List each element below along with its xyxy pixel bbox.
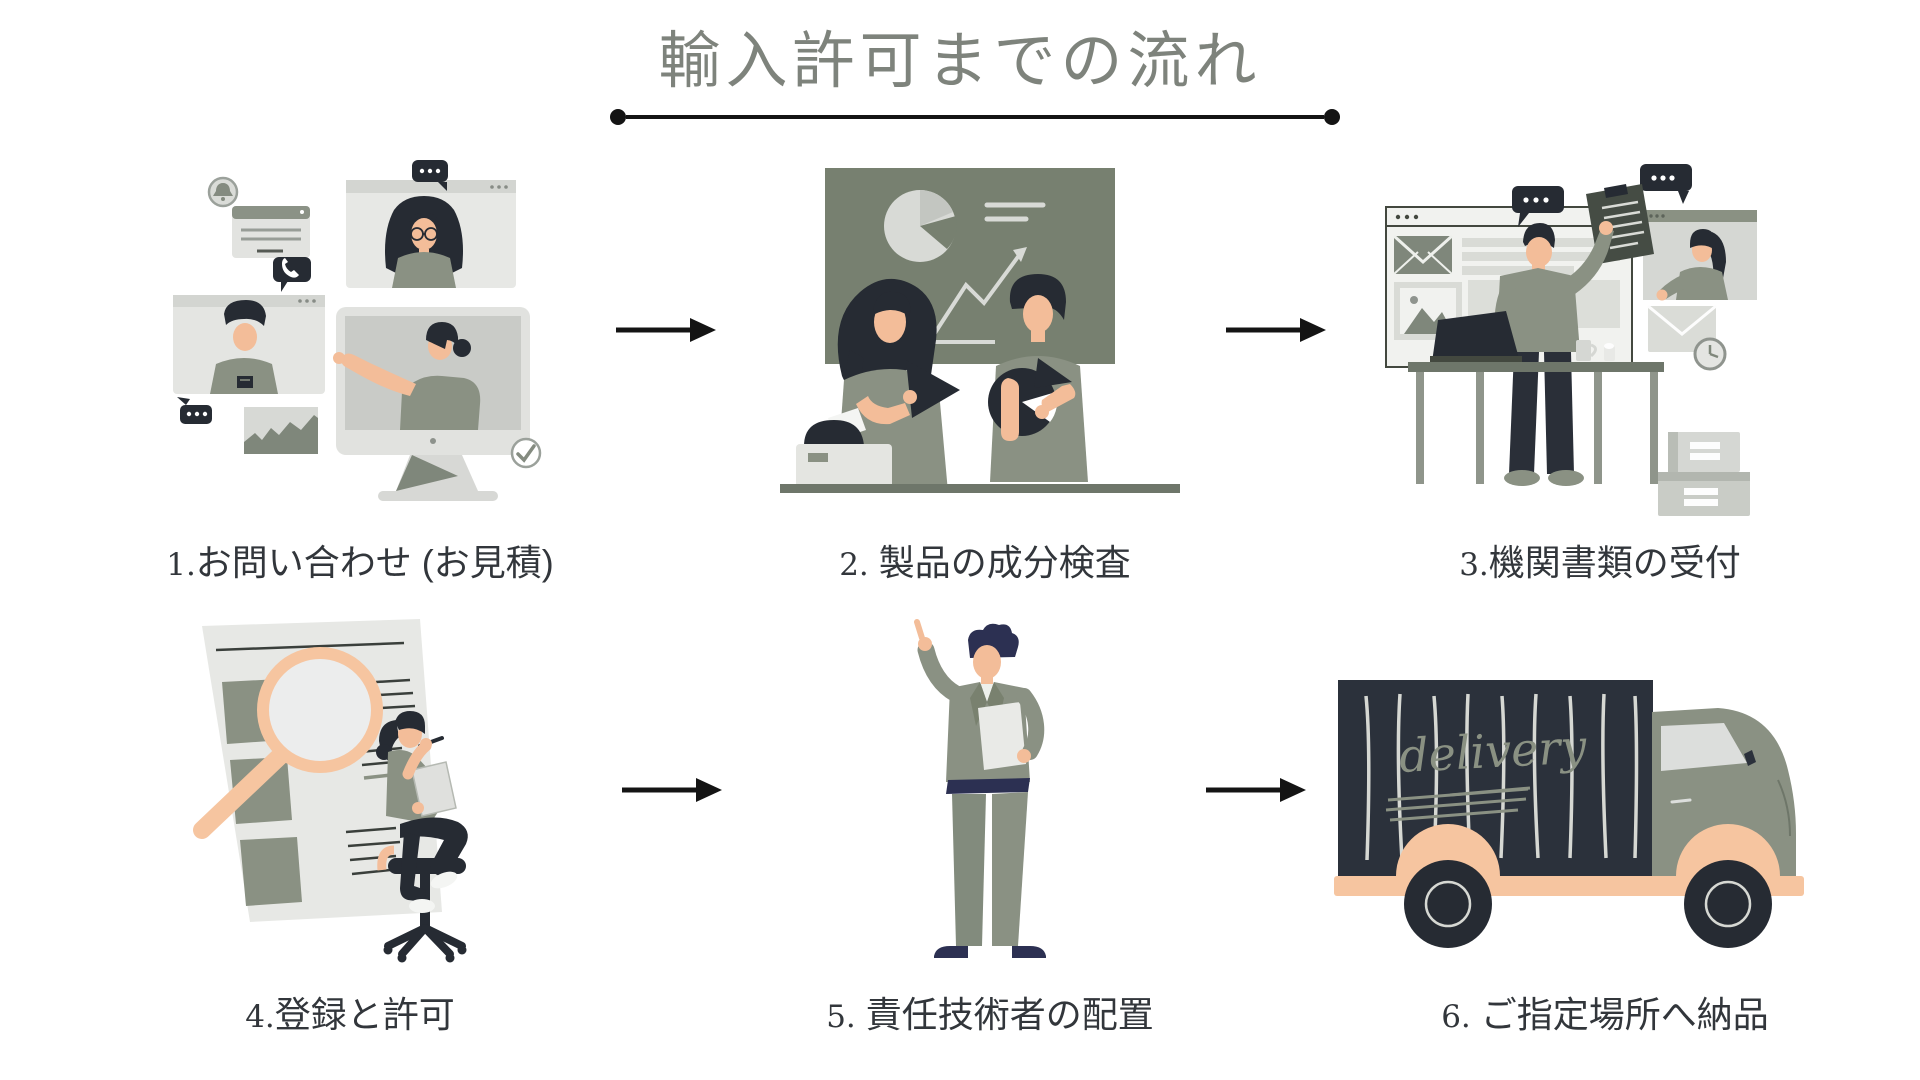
step-label-6: 6. ご指定場所へ納品 <box>1390 986 1820 1038</box>
desk <box>780 484 1180 493</box>
check-icon <box>510 437 542 469</box>
step-number: 2. <box>839 547 869 583</box>
area-chart-icon <box>244 407 318 454</box>
video-window-man <box>173 295 325 394</box>
printer-icon <box>796 408 892 488</box>
mail-clock-icon <box>1647 304 1727 371</box>
pie-chart-icon <box>884 190 957 262</box>
step-label-3: 3.機関書類の受付 <box>1380 534 1820 586</box>
illustration-component-inspection <box>780 168 1180 493</box>
magnifier-icon <box>193 647 383 839</box>
step-text: 責任技術者の配置 <box>855 994 1154 1035</box>
dots-bubble-icon <box>1512 186 1564 227</box>
seated-woman <box>376 711 468 913</box>
flow-arrow-4-5 <box>622 778 722 802</box>
step-number: 6. <box>1441 999 1471 1035</box>
illustration-responsible-engineer <box>914 619 1046 958</box>
video-window-woman <box>1643 210 1757 301</box>
truck-cab <box>1652 708 1796 876</box>
laptop-icon <box>1432 311 1520 362</box>
dots-bubble-icon <box>1640 164 1692 204</box>
underline-line <box>626 115 1324 119</box>
step-text: 機関書類の受付 <box>1488 542 1741 583</box>
video-window-woman <box>346 180 516 288</box>
flow-arrow-2-3 <box>1226 318 1326 342</box>
step-label-1: 1.お問い合わせ (お見積) <box>130 534 590 586</box>
step-text: 登録と許可 <box>274 994 455 1035</box>
illustration-online-inquiry <box>173 160 542 501</box>
illustration-registration-permit <box>193 619 468 963</box>
pointing-man <box>914 619 1046 958</box>
phone-bubble-icon <box>273 257 311 292</box>
underline-left-dot <box>610 109 626 125</box>
underline-right-dot <box>1324 109 1340 125</box>
page-title: 輸入許可までの流れ <box>658 27 1262 96</box>
step-number: 4. <box>245 999 275 1035</box>
monitor-woman <box>333 307 530 501</box>
step-label-5: 5. 責任技術者の配置 <box>780 986 1200 1038</box>
step-text: 製品の成分検査 <box>868 542 1131 583</box>
dots-bubble-icon <box>177 397 212 424</box>
step-text: お問い合わせ (お見積) <box>195 542 554 583</box>
flow-arrow-1-2 <box>616 318 716 342</box>
step-label-4: 4.登録と許可 <box>140 986 560 1038</box>
truck-wheel <box>1684 860 1772 948</box>
illustration-document-reception <box>1385 164 1757 516</box>
truck-cargo-box: delivery <box>1338 680 1653 876</box>
step-label-2: 2. 製品の成分検査 <box>770 534 1200 586</box>
truck-chassis <box>1334 824 1804 948</box>
notification-card <box>232 206 310 258</box>
title-underline <box>610 108 1340 126</box>
dots-bubble-icon <box>412 160 448 191</box>
step-number: 5. <box>826 999 856 1035</box>
image-placeholder-icon <box>1394 282 1462 340</box>
truck-wheel <box>1404 860 1492 948</box>
desk-with-laptop <box>1408 311 1664 484</box>
flow-arrow-5-6 <box>1206 778 1306 802</box>
truck-delivery-text: delivery <box>1398 719 1589 783</box>
envelope-icon <box>1392 234 1454 275</box>
file-boxes <box>1658 432 1750 516</box>
growth-line-icon <box>928 247 1027 344</box>
step-number: 3. <box>1459 547 1489 583</box>
illustration-delivery-truck: delivery <box>1334 680 1804 948</box>
man-analyst <box>988 274 1088 482</box>
bell-icon <box>207 176 239 208</box>
step-number: 1. <box>166 547 196 583</box>
woman-analyst <box>836 278 960 492</box>
step-text: ご指定場所へ納品 <box>1470 994 1769 1035</box>
